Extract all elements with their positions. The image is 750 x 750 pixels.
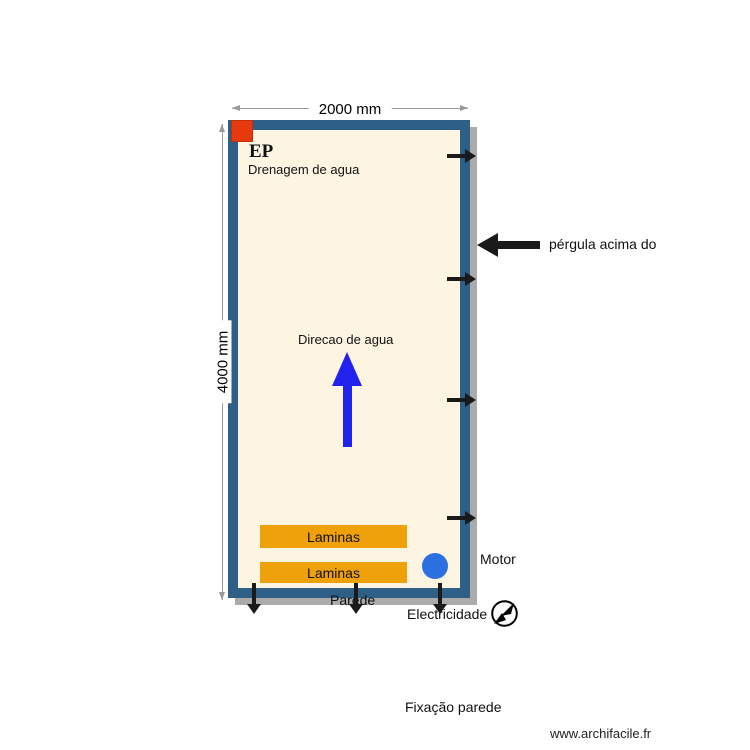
bottom-exit-arrow-icon xyxy=(247,583,261,614)
arrow-head xyxy=(465,393,476,407)
arrow-shaft xyxy=(497,241,540,249)
label-wall-fixation: Fixação parede xyxy=(405,699,502,715)
motor-marker xyxy=(422,553,448,579)
label-pergola-note: pérgula acima do xyxy=(549,236,657,252)
arrow-shaft xyxy=(447,398,465,402)
arrow-shaft xyxy=(354,583,358,604)
label-water-direction: Direcao de agua xyxy=(298,332,394,347)
arrow-shaft xyxy=(447,154,465,158)
north-compass-icon xyxy=(491,600,518,627)
label-drainage: Drenagem de agua xyxy=(248,162,360,177)
water-direction-arrow-icon xyxy=(332,352,362,447)
drain-point-marker xyxy=(231,120,253,142)
dimension-width-label: 2000 mm xyxy=(308,101,392,119)
arrow-head xyxy=(247,604,261,614)
lamina-block: Laminas xyxy=(260,562,407,583)
bottom-exit-arrow-icon xyxy=(349,583,363,614)
lamina-label: Laminas xyxy=(307,528,360,545)
right-exit-arrow-icon xyxy=(447,149,476,163)
dimension-height-line: 4000 mm xyxy=(214,124,232,600)
pergola-pointer-arrow-icon xyxy=(477,233,540,257)
label-electricity: Electricidade xyxy=(407,606,488,622)
bottom-exit-arrow-icon xyxy=(433,583,447,614)
archifacile-watermark-link[interactable]: www.archifacile.fr xyxy=(550,726,652,741)
right-exit-arrow-icon xyxy=(447,272,476,286)
lamina-label: Laminas xyxy=(307,564,360,581)
arrow-head xyxy=(465,511,476,525)
arrow-shaft xyxy=(438,583,442,604)
right-exit-arrow-icon xyxy=(447,393,476,407)
arrow-shaft xyxy=(447,516,465,520)
lamina-block: Laminas xyxy=(260,525,407,548)
arrow-head xyxy=(477,233,498,257)
label-ep: EP xyxy=(249,141,274,162)
room-wall-outline xyxy=(228,120,470,598)
dimension-width-line: 2000 mm xyxy=(232,101,468,119)
arrow-head xyxy=(465,149,476,163)
label-motor: Motor xyxy=(480,551,516,567)
arrow-shaft xyxy=(447,277,465,281)
label-wall: Parede xyxy=(330,592,376,608)
arrow-head xyxy=(349,604,363,614)
arrow-head xyxy=(433,604,447,614)
right-exit-arrow-icon xyxy=(447,511,476,525)
arrow-shaft xyxy=(252,583,256,604)
arrow-shaft xyxy=(342,386,352,447)
arrow-head xyxy=(465,272,476,286)
dimension-height-label: 4000 mm xyxy=(214,320,232,404)
arrow-head xyxy=(332,352,362,386)
